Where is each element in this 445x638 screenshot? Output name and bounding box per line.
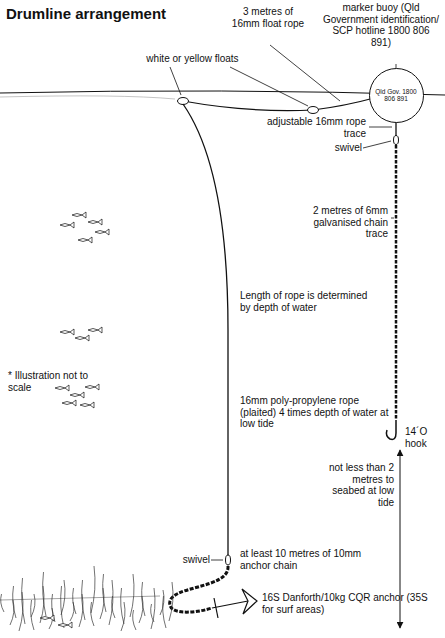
seagrass-blade [91, 602, 94, 626]
fish [88, 219, 102, 225]
seagrass-blade [133, 610, 136, 630]
anchor [212, 589, 257, 618]
fish [40, 615, 54, 621]
seagrass-blade [79, 594, 83, 627]
swivel [226, 555, 231, 565]
diagram-title: Drumline arrangement [6, 5, 166, 22]
seagrass-blade [61, 580, 65, 615]
seagrass-blade [19, 592, 23, 631]
float [178, 98, 189, 105]
anchor-chain [170, 566, 228, 612]
fish [60, 329, 74, 335]
chain-trace-label: 2 metres of 6mm galvanised chain trace [290, 205, 388, 240]
seagrass-blade [121, 602, 125, 631]
fish [55, 385, 69, 391]
seagrass-blade [31, 600, 34, 630]
seagrass-blade [100, 588, 104, 619]
seagrass-blade [121, 588, 124, 624]
seagrass-blade [73, 588, 76, 614]
clearance-label: not less than 2 metres to seabed at low … [318, 462, 394, 508]
float-rope-label: 3 metres of 16mm float rope [228, 6, 308, 29]
anchor-label: 16S Danforth/10kg CQR anchor (35S for su… [262, 592, 437, 615]
seagrass-blade [61, 586, 64, 628]
seagrass [1, 566, 173, 631]
fish [88, 327, 102, 333]
seagrass-blade [112, 596, 115, 618]
seagrass-blade [163, 596, 166, 628]
hook-label: 14´O hook [405, 426, 441, 449]
chain-trace [395, 145, 398, 420]
seagrass-blade [43, 572, 46, 616]
fish [58, 622, 72, 628]
fish-school [40, 212, 109, 628]
float [308, 107, 319, 114]
seabed [0, 596, 160, 600]
seagrass-blade [10, 600, 14, 625]
fish [95, 229, 109, 235]
buoy-text: Qld Gov. 1800 806 891 [370, 88, 423, 102]
fish [62, 400, 76, 406]
seagrass-blade [169, 582, 173, 621]
seagrass-blade [109, 580, 113, 625]
leader-lines [170, 45, 396, 560]
seagrass-blade [22, 578, 25, 624]
seagrass-blade [13, 586, 16, 618]
fish [72, 212, 86, 218]
marker-buoy-label: marker buoy (Qld Government identificati… [322, 2, 440, 48]
water-swell [0, 96, 175, 99]
float-rope [183, 98, 374, 111]
fish [70, 392, 84, 398]
rope-length-note: Length of rope is determined by depth of… [240, 290, 375, 313]
seagrass-blade [139, 596, 143, 623]
fish [75, 335, 89, 341]
floats-label: white or yellow floats [135, 53, 250, 65]
swivel [394, 136, 399, 145]
swivel-label: swivel [170, 554, 210, 566]
fish [85, 384, 99, 390]
fish [78, 237, 92, 243]
fish [80, 402, 94, 408]
scale-note: * Illustration not to scale [8, 370, 98, 393]
anchor-chain-label: at least 10 metres of 10mm anchor chain [240, 548, 365, 571]
seagrass-blade [31, 594, 35, 617]
fish [60, 222, 74, 228]
swivel-label: swivel [318, 142, 362, 154]
seagrass-blade [1, 594, 4, 612]
marker-buoy: Qld Gov. 1800 806 891 [369, 68, 424, 123]
hook [386, 420, 396, 439]
rope-spec-label: 16mm poly-propylene rope (plaited) 4 tim… [240, 395, 390, 430]
seagrass-blade [103, 574, 106, 612]
seagrass-blade [160, 590, 164, 615]
rope-trace-label: adjustable 16mm rope trace [262, 116, 366, 139]
seagrass-blade [142, 582, 145, 616]
seagrass-blade [91, 566, 95, 613]
seagrass-blade [151, 588, 155, 629]
seagrass-blade [82, 580, 85, 620]
main-rope [183, 104, 228, 555]
seagrass-blade [151, 604, 154, 622]
